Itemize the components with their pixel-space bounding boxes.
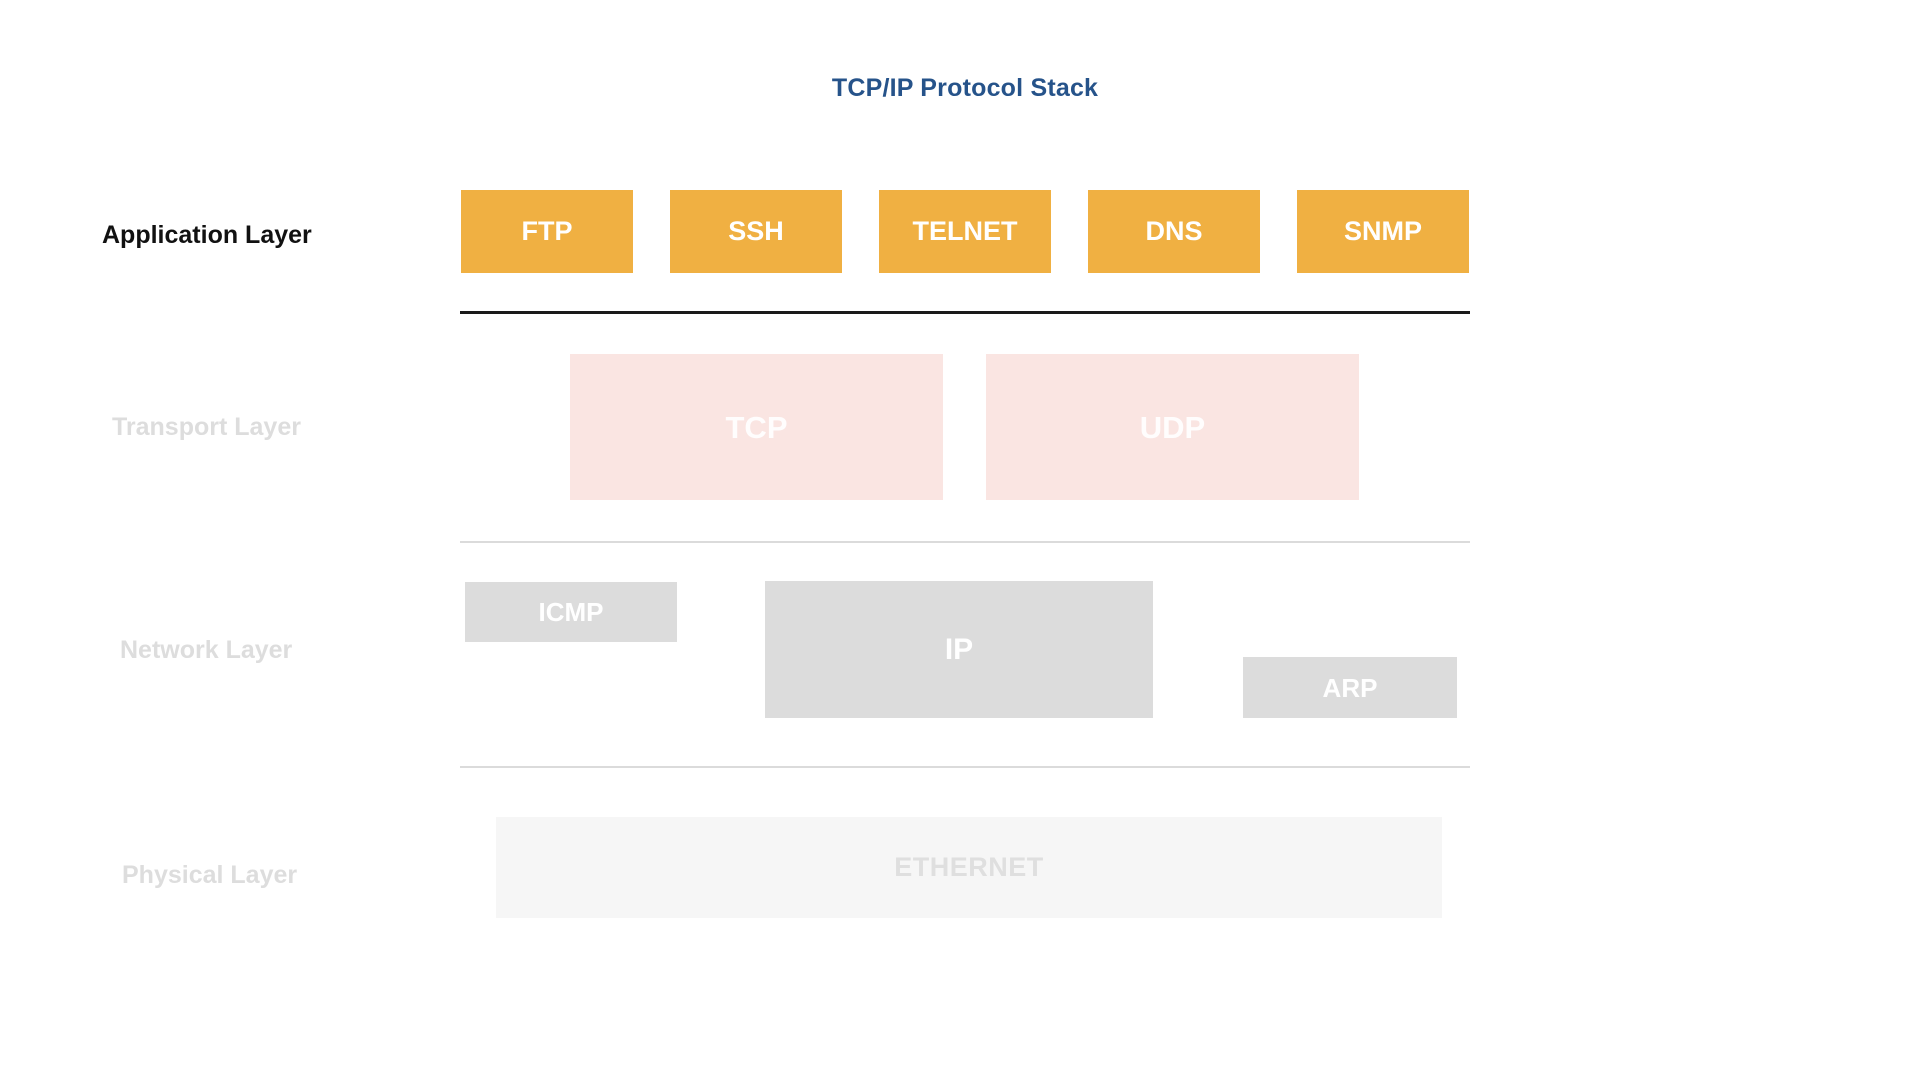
separator-application-transport bbox=[460, 311, 1470, 314]
protocol-box-snmp: SNMP bbox=[1297, 190, 1469, 273]
layer-label-application: Application Layer bbox=[102, 221, 312, 249]
diagram-title: TCP/IP Protocol Stack bbox=[831, 74, 1099, 102]
protocol-box-telnet: TELNET bbox=[879, 190, 1051, 273]
protocol-box-dns: DNS bbox=[1088, 190, 1260, 273]
layer-label-transport: Transport Layer bbox=[112, 413, 301, 441]
separator-transport-network bbox=[460, 541, 1470, 543]
layer-label-physical: Physical Layer bbox=[122, 861, 298, 889]
protocol-box-arp: ARP bbox=[1243, 657, 1457, 718]
layer-label-network: Network Layer bbox=[120, 636, 293, 664]
protocol-box-ftp: FTP bbox=[461, 190, 633, 273]
separator-network-physical bbox=[460, 766, 1470, 768]
protocol-box-ssh: SSH bbox=[670, 190, 842, 273]
protocol-box-udp: UDP bbox=[986, 354, 1359, 500]
protocol-box-ethernet: ETHERNET bbox=[496, 817, 1442, 918]
protocol-box-tcp: TCP bbox=[570, 354, 943, 500]
protocol-box-icmp: ICMP bbox=[465, 582, 677, 642]
protocol-box-ip: IP bbox=[765, 581, 1153, 718]
